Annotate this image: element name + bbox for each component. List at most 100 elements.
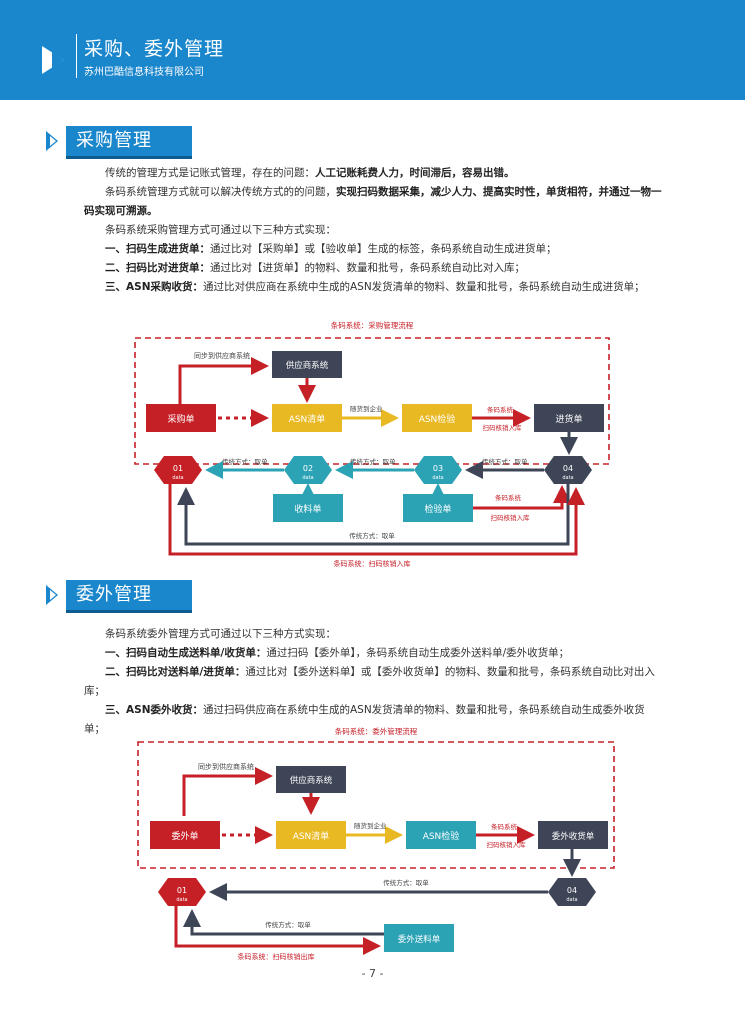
section-title: 委外管理 [66,580,192,610]
receiving-box [273,494,343,522]
text-bold: 三、ASN委外收货： [105,704,203,716]
hex-01-data: data [172,475,183,481]
supplier-system-box [272,351,342,378]
logo-arrow-inner-icon [52,52,64,68]
flow-label: 条码系统：采购管理流程 [331,320,414,330]
page-header: 采购、委外管理 苏州巴酷信息科技有限公司 [0,0,745,100]
receipt-box [534,404,604,432]
paragraph: 一、扫码自动生成送料单/收货单：通过扫码【委外单】，条码系统自动生成委外送料单/… [84,644,664,663]
receiving-label: 收料单 [294,503,321,515]
text-bold: 二、扫码比对送料单/进货单： [105,666,246,678]
supplier-system-box [276,766,346,793]
text-bold: 一、扫码自动生成送料单/收货单： [105,647,267,659]
asn-list-box [272,404,342,432]
hex-01-number: 01 [173,464,183,473]
paragraph: 一、扫码生成进货单：通过比对【采购单】或【验收单】生成的标签，条码系统自动生成进… [84,240,664,259]
hex-01 [154,456,202,484]
purchase-order-box [146,404,216,432]
sync-label: 同步到供应商系统 [194,351,250,360]
outsource-flow-diagram: 条码系统：委外管理流程 同步到供应商系统 供应商系统 委外单 ASN清单 随货到… [137,726,615,961]
hex-01-number: 01 [177,886,187,895]
hex-04-number: 04 [567,886,577,895]
with-goods-label: 随货到企业 [354,821,387,830]
paragraph: 条码系统采购管理方式可通过以下三种方式实现： [105,224,336,236]
supplier-system-label: 供应商系统 [290,775,333,786]
hex-04-number: 04 [563,464,573,473]
barcode-system-label: 条码系统 [487,405,514,414]
asn-list-label: ASN清单 [289,413,326,425]
text-bold: 三、ASN采购收货： [105,281,203,293]
trad-label-1: 传统方式：取单 [222,457,268,466]
page-number: - 7 - [361,967,384,980]
trad-label: 传统方式：取单 [383,878,429,887]
outsource-send-box [384,924,454,952]
text: 通过比对【进货单】的物料、数量和批号，条码系统自动比对入库； [210,262,525,274]
inspect-scan-arrow [473,485,571,510]
paragraph: 条码系统管理方式就可以解决传统方式的的问题，实现扫码数据采集，减少人力、提高实时… [84,183,664,221]
outsource-receipt-label: 委外收货单 [552,831,595,842]
heading-shadow [66,610,192,613]
text: 通过比对【委外送料单】或【委外收货单】的物料、数量和批号，条码系统自动比对出入库… [84,666,655,697]
text: 传统的管理方式是记账式管理，存在的问题： [105,167,315,179]
inspection-label: 检验单 [424,503,451,515]
inspection-box [403,494,473,522]
trad-label-3: 传统方式：取单 [482,457,528,466]
with-goods-label: 随货到企业 [350,404,383,413]
trad-label-2: 传统方式：取单 [350,457,396,466]
chevron-inner-icon [50,590,56,600]
asn-check-label: ASN检验 [423,830,460,842]
header-divider [76,34,77,78]
asn-list-label: ASN清单 [293,830,330,842]
purchase-order-label: 采购单 [167,413,194,425]
hex-01-data: data [176,897,187,903]
text-bold: 实现扫码数据采集，减少人力、提高实时性，单货相符，并通过一物一码实现可溯源。 [84,186,662,217]
hex-03-number: 03 [433,464,443,473]
paragraph: 二、扫码比对送料单/进货单：通过比对【委外送料单】或【委外收货单】的物料、数量和… [84,663,664,701]
heading-shadow [66,156,192,159]
receipt-label: 进货单 [555,413,582,425]
trad-send-arrow [183,909,384,936]
text: 通过扫码供应商在系统中生成的ASN发货清单的物料、数量和批号，条码系统自动生成委… [84,704,645,735]
sync-label: 同步到供应商系统 [198,762,254,771]
trad-loop-label: 传统方式：取单 [349,531,395,540]
text: 通过扫码【委外单】，条码系统自动生成委外送料单/委外收货单； [266,647,570,659]
paragraph: 三、ASN委外收货：通过扫码供应商在系统中生成的ASN发货清单的物料、数量和批号… [84,701,664,739]
text: 通过比对【采购单】或【验收单】生成的标签，条码系统自动生成进货单； [210,243,557,255]
barcode-system-label: 条码系统 [491,822,518,831]
paragraph: 二、扫码比对进货单：通过比对【进货单】的物料、数量和批号，条码系统自动比对入库； [84,259,664,278]
scan-in-label: 扫码核销入库 [483,423,523,432]
paragraph: 条码系统委外管理方式可通过以下三种方式实现： [105,628,336,640]
text: 条码系统管理方式就可以解决传统方式的的问题， [105,186,336,198]
paragraph: 三、ASN采购收货：通过比对供应商在系统中生成的ASN发货清单的物料、数量和批号… [84,278,664,297]
text-bold: 二、扫码比对进货单： [105,262,210,274]
page-title: 采购、委外管理 [84,38,225,60]
barcode-system-label-2: 条码系统 [495,493,522,502]
flow-label: 条码系统：委外管理流程 [335,726,418,736]
text-bold: 一、扫码生成进货单： [105,243,210,255]
scan-loop-label: 条码系统：扫码核销入库 [334,559,411,568]
section-title: 采购管理 [66,126,192,156]
hex-02-number: 02 [303,464,313,473]
hex-03 [414,456,462,484]
sync-arrow [178,357,269,404]
scan-in-label: 扫码核销入库 [487,840,527,849]
supplier-system-label: 供应商系统 [286,360,329,371]
chevron-inner-icon [50,136,56,146]
hex-03-data: data [432,475,443,481]
outsource-send-label: 委外送料单 [398,934,441,945]
scan-in-label-2: 扫码核销入库 [491,513,531,522]
trad-loop-arrow [177,484,570,546]
outsource-order-box [150,821,220,849]
outsource-receipt-box [538,821,608,849]
hex-02 [284,456,332,484]
asn-check-box [402,404,472,432]
hex-04-data: data [566,897,577,903]
purchase-intro: 传统的管理方式是记账式管理，存在的问题：人工记账耗费人力，时间滞后，容易出错。 … [84,164,664,297]
hex-01 [158,878,206,906]
text-bold: 人工记账耗费人力，时间滞后，容易出错。 [315,167,515,179]
outsource-intro: 条码系统委外管理方式可通过以下三种方式实现： 一、扫码自动生成送料单/收货单：通… [84,625,664,739]
paragraph: 传统的管理方式是记账式管理，存在的问题：人工记账耗费人力，时间滞后，容易出错。 [84,164,664,183]
hex-02-data: data [302,475,313,481]
outsource-order-label: 委外单 [171,830,198,842]
trad-send-label: 传统方式：取单 [265,920,311,929]
